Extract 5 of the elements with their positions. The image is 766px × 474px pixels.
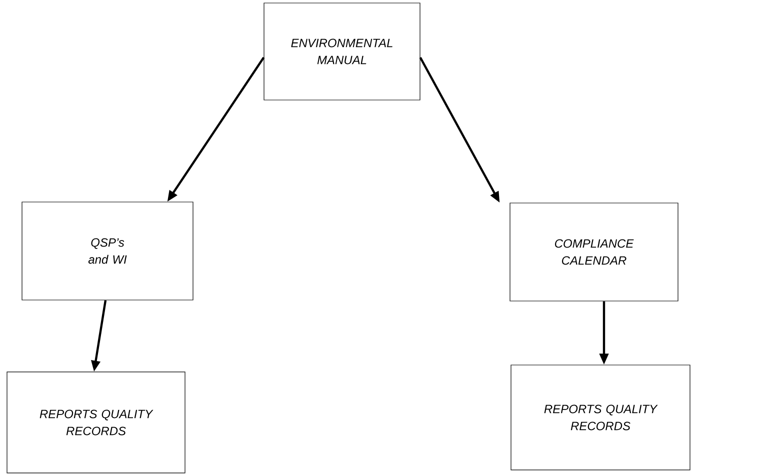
text-box: ENVIRONMENTAL MANUAL (264, 2, 420, 100)
text-box: COMPLIANCE CALENDAR (510, 202, 678, 302)
text-box: REPORTS QUALITY RECORDS (510, 364, 690, 470)
text-box: QSP’s and WI (22, 202, 194, 300)
text-box: REPORTS QUALITY RECORDS (6, 372, 186, 474)
